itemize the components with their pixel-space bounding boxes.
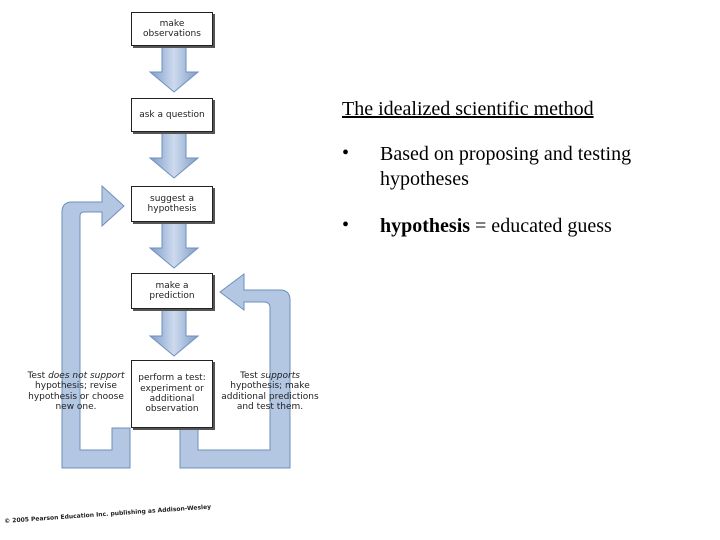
bullet-text: Based on proposing and testing hypothese… — [380, 143, 632, 190]
slide-title: The idealized scientific method — [342, 98, 594, 120]
step-suggest-hypothesis: suggest a hypothesis — [131, 186, 213, 222]
step-make-prediction: make a prediction — [131, 273, 213, 309]
down-arrow-3 — [148, 221, 200, 269]
down-arrow-4 — [148, 308, 200, 357]
bullet-marker: • — [342, 214, 350, 236]
bullet-item: • Based on proposing and testing hypothe… — [342, 142, 680, 192]
note-not-supported: Test does not support hypothesis; revise… — [27, 371, 125, 413]
step-make-observations: make observations — [131, 12, 213, 46]
step-ask-question: ask a question — [131, 98, 213, 132]
bullet-marker: • — [342, 142, 350, 164]
down-arrow-1 — [148, 46, 200, 93]
bullet-item: • hypothesis = educated guess — [342, 214, 680, 239]
left-loop-arrow — [61, 184, 131, 469]
bullet-text: hypothesis = educated guess — [380, 215, 612, 237]
note-supported: Test supports hypothesis; make additiona… — [221, 371, 319, 413]
down-arrow-2 — [148, 132, 200, 179]
right-loop-arrow — [179, 273, 291, 469]
step-perform-test: perform a test: experiment or additional… — [131, 360, 213, 428]
